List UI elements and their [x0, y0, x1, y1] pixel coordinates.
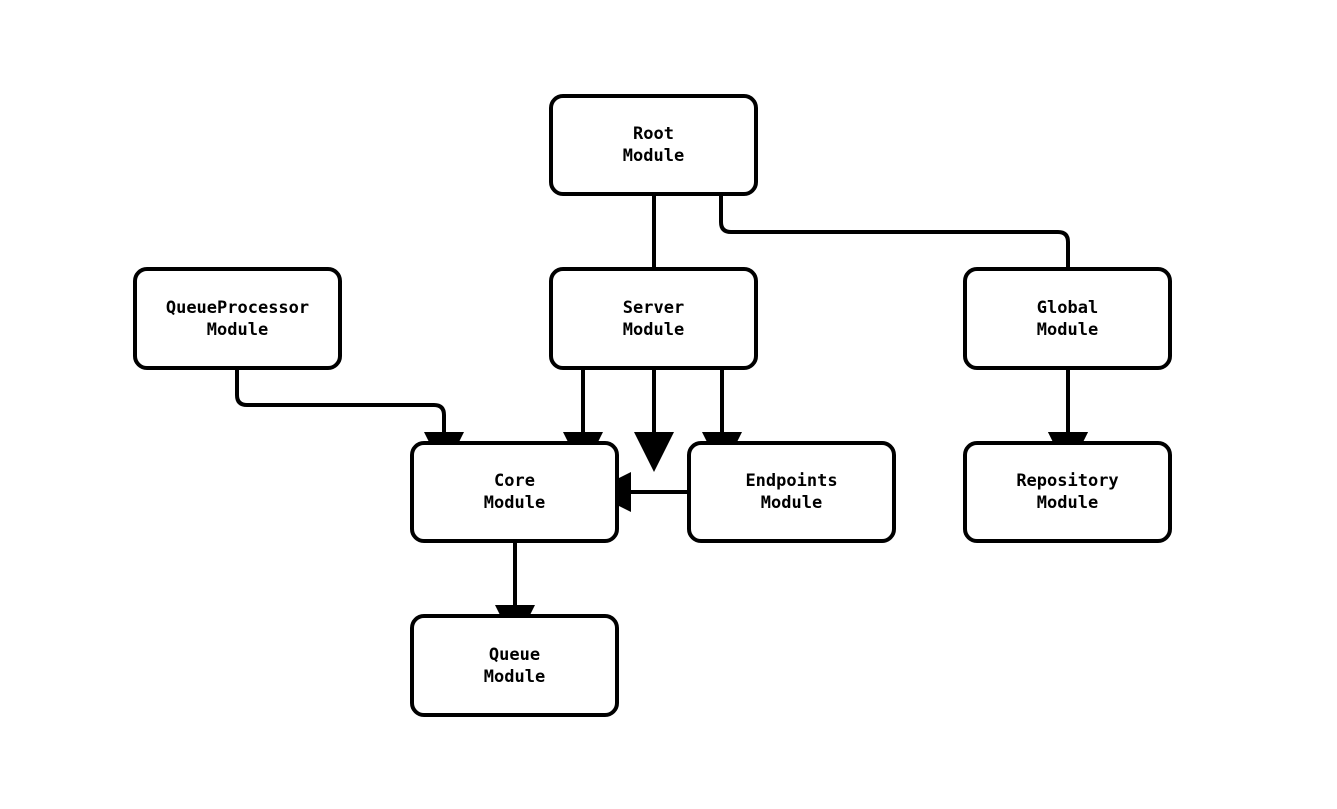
- node-root-module[interactable]: Root Module: [549, 94, 758, 196]
- edge-paths: [235, 196, 1088, 645]
- node-label-line2: Module: [760, 493, 823, 513]
- node-label-line2: Module: [622, 146, 685, 166]
- node-endpoints-module[interactable]: Endpoints Module: [687, 441, 896, 543]
- node-label-line2: Module: [483, 493, 546, 513]
- edge-queueprocessor-core: [235, 370, 464, 472]
- node-label-line1: QueueProcessor: [165, 297, 310, 318]
- node-label-line1: Global: [1036, 297, 1099, 318]
- node-label-line1: Core: [494, 471, 535, 491]
- node-repository-module[interactable]: Repository Module: [963, 441, 1172, 543]
- node-label-line2: Module: [1036, 493, 1099, 513]
- node-label-line1: Queue: [488, 644, 541, 665]
- node-label-line1: Repository: [1016, 471, 1119, 491]
- node-core-module[interactable]: Core Module: [410, 441, 619, 543]
- node-label-line2: Module: [1036, 319, 1099, 340]
- node-queue-module[interactable]: Queue Module: [410, 614, 619, 717]
- node-queueprocessor-module[interactable]: QueueProcessor Module: [133, 267, 342, 370]
- node-label-line2: Module: [483, 666, 546, 687]
- node-label-line2: Module: [622, 319, 685, 340]
- node-label-line2: Module: [206, 319, 269, 340]
- node-label-line1: Endpoints: [745, 471, 838, 491]
- node-label-line1: Server: [622, 297, 685, 318]
- node-server-module[interactable]: Server Module: [549, 267, 758, 370]
- node-global-module[interactable]: Global Module: [963, 267, 1172, 370]
- node-label-line1: Root: [633, 124, 674, 144]
